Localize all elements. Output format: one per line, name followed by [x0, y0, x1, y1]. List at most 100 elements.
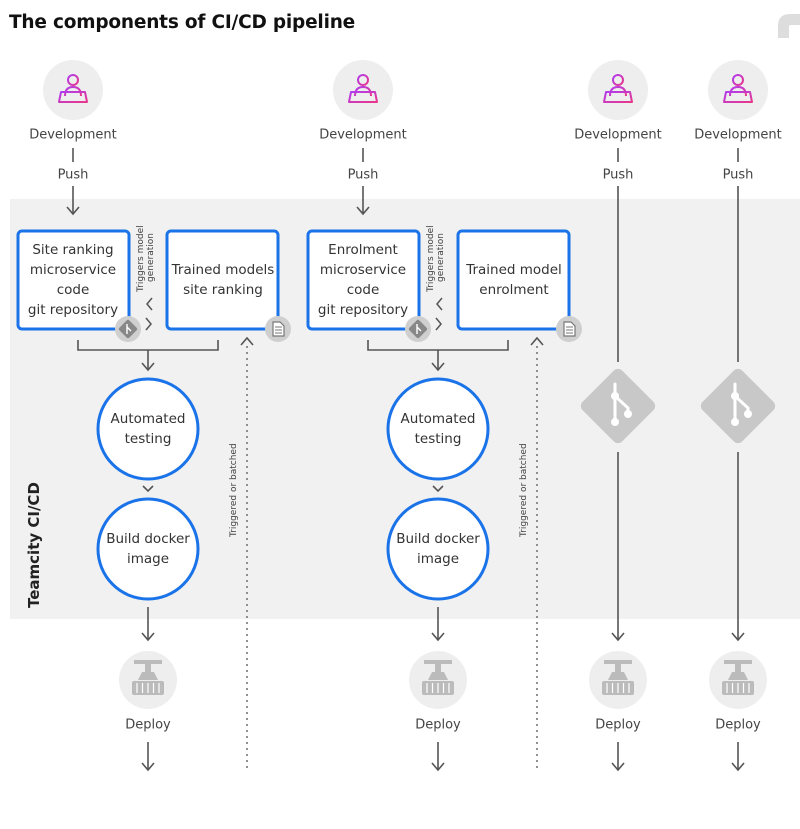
deploy-crane-arm — [724, 660, 752, 664]
developer-icon-circle — [333, 60, 393, 120]
git-diamond — [700, 368, 776, 444]
deploy-hook — [728, 672, 748, 680]
developer-icon-circle — [43, 60, 103, 120]
trigger-label: generation — [436, 233, 446, 282]
build-docker-node — [96, 497, 200, 601]
deploy-crane-arm — [604, 660, 632, 664]
pipeline-column-enrolment: DevelopmentPushEnrolmentmicroservicecode… — [306, 60, 582, 772]
build-docker-node — [386, 497, 490, 601]
trigger-label: Triggers model — [136, 225, 146, 293]
deploy-crane-icon — [422, 660, 454, 695]
deploy-crane-post — [615, 660, 621, 672]
deploy-crane-post — [435, 660, 441, 672]
trained-model-box — [165, 229, 280, 331]
git-branch-icon — [580, 368, 656, 444]
repository-label: Site ranking — [32, 242, 113, 258]
automated-testing-node — [96, 377, 200, 481]
git-node-top — [731, 392, 739, 400]
testing-to-build-chevron — [432, 485, 444, 493]
repository-label: microservice — [30, 262, 116, 278]
deploy-arrow-head — [611, 762, 625, 772]
trained-model-label: enrolment — [479, 282, 548, 298]
build-docker-label: Build docker — [106, 531, 190, 547]
build-docker-label: Build docker — [396, 531, 480, 547]
deploy-crane-arm — [424, 660, 452, 664]
developer-icon-circle — [708, 60, 768, 120]
developer-laptop — [723, 91, 753, 103]
trigger-label: Triggers model — [426, 225, 436, 293]
repository-label: microservice — [320, 262, 406, 278]
repository-box — [16, 229, 131, 331]
trained-model-box — [456, 229, 571, 331]
automated-testing-label: Automated — [401, 411, 476, 427]
deploy-label: Deploy — [595, 718, 641, 733]
development-label: Development — [319, 128, 407, 143]
git-branch-icon — [408, 319, 428, 339]
developer-head — [357, 74, 369, 86]
batch-arrow-head — [530, 336, 544, 346]
document-page — [272, 321, 285, 337]
deploy-arrow-head — [731, 762, 745, 772]
automated-testing-label: Automated — [111, 411, 186, 427]
developer-head — [732, 74, 744, 86]
git-badge-diamond — [408, 319, 428, 339]
git-diamond — [580, 368, 656, 444]
chevron-right-icon — [145, 317, 152, 331]
git-to-deploy-arrow-head — [611, 632, 625, 642]
developer-laptop-icon — [348, 74, 378, 103]
git-node-branch — [744, 410, 752, 418]
git-branch-icon — [700, 368, 776, 444]
developer-laptop — [603, 91, 633, 103]
merge-arrow-head — [141, 362, 155, 372]
developer-head — [612, 74, 624, 86]
developer-laptop-icon — [723, 74, 753, 103]
repository-label: Enrolment — [328, 242, 398, 258]
chevron-left-icon — [146, 297, 153, 311]
deploy-crane-arm — [134, 660, 162, 664]
developer-laptop — [348, 91, 378, 103]
developer-icon-circle — [588, 60, 648, 120]
repository-label: code — [347, 282, 380, 298]
development-label: Development — [574, 128, 662, 143]
git-branch-icon — [118, 319, 138, 339]
automated-testing-label: testing — [415, 431, 462, 447]
deploy-hook — [608, 672, 628, 680]
teamcity-label: Teamcity CI/CD — [25, 482, 43, 608]
development-label: Development — [694, 128, 782, 143]
document-icon — [272, 321, 285, 337]
deploy-crane-icon — [602, 660, 634, 695]
batch-arrow-head — [240, 336, 254, 346]
build-docker-label: image — [127, 551, 169, 567]
trigger-label: generation — [146, 233, 156, 282]
deploy-crane-icon — [722, 660, 754, 695]
trained-model-label: site ranking — [183, 282, 263, 298]
deploy-label: Deploy — [125, 718, 171, 733]
chevron-left-icon — [436, 297, 443, 311]
developer-laptop-icon — [58, 74, 88, 103]
deploy-label: Deploy — [415, 718, 461, 733]
development-label: Development — [29, 128, 117, 143]
git-node-bottom — [731, 418, 739, 426]
batch-label: Triggered or batched — [229, 443, 239, 538]
git-node-branch — [624, 410, 632, 418]
repository-label: git repository — [318, 302, 408, 318]
push-label: Push — [58, 168, 89, 183]
trained-model-label: Trained models — [171, 262, 275, 278]
push-label: Push — [723, 168, 754, 183]
chevron-right-icon — [435, 317, 442, 331]
developer-laptop-icon — [603, 74, 633, 103]
push-arrow-head — [356, 206, 370, 216]
build-arrow-head — [431, 632, 445, 642]
document-icon — [563, 321, 576, 337]
git-badge-diamond — [118, 319, 138, 339]
build-docker-label: image — [417, 551, 459, 567]
page-title: The components of CI/CD pipeline — [9, 12, 356, 33]
merge-arrow-head — [431, 362, 445, 372]
repository-box — [306, 229, 421, 331]
git-node-bottom — [611, 418, 619, 426]
trained-model-label: Trained model — [465, 262, 562, 278]
